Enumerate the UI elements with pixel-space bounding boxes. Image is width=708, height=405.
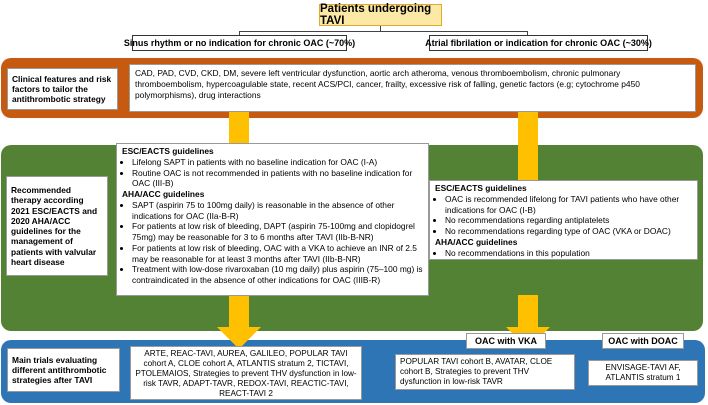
arrow-right-lower-shaft <box>518 295 538 329</box>
connector-horizontal <box>239 31 527 33</box>
left-esc-list: Lifelong SAPT in patients with no baseli… <box>122 157 423 189</box>
left-aha-heading: AHA/ACC guidelines <box>122 189 205 199</box>
list-item: SAPT (aspirin 75 to 100mg daily) is reas… <box>132 200 423 222</box>
branch-sinus-rhythm: Sinus rhythm or no indication for chroni… <box>124 35 355 51</box>
list-item: Routine OAC is not recommended in patien… <box>132 168 423 190</box>
arrow-left-shaft <box>229 108 249 152</box>
list-item: Treatment with low-dose rivaroxaban (10 … <box>132 264 423 286</box>
list-item: For patients at low risk of bleeding, OA… <box>132 243 423 265</box>
main-trials-label: Main trials evaluating different antithr… <box>7 348 120 392</box>
connector-left-drop <box>239 31 241 37</box>
recommended-therapy-label: Recommended therapy according 2021 ESC/E… <box>6 176 108 276</box>
vka-heading: OAC with VKA <box>466 333 546 349</box>
list-item: No recommendations regarding antiplatele… <box>445 215 692 226</box>
list-item: Lifelong SAPT in patients with no baseli… <box>132 157 423 168</box>
arrow-left-lower-shaft <box>229 295 249 329</box>
trials-doac-text: ENVISAGE-TAVI AF, ATLANTIS stratum 1 <box>588 360 698 386</box>
doac-heading: OAC with DOAC <box>602 333 684 349</box>
trials-left-text: ARTE, REAC-TAVI, AUREA, GALILEO, POPULAR… <box>130 346 362 400</box>
right-aha-heading: AHA/ACC guidelines <box>435 236 518 247</box>
right-aha-list: No recommendations in this population <box>435 248 692 259</box>
clinical-features-text: CAD, PAD, CVD, CKD, DM, severe left vent… <box>129 64 696 112</box>
list-item: No recommendations regarding type of OAC… <box>445 226 692 237</box>
left-aha-list: SAPT (aspirin 75 to 100mg daily) is reas… <box>122 200 423 286</box>
therapy-left-box: ESC/EACTS guidelines Lifelong SAPT in pa… <box>116 143 429 296</box>
left-esc-heading: ESC/EACTS guidelines <box>122 146 214 156</box>
arrow-left-head <box>217 327 261 349</box>
list-item: No recommendations in this population <box>445 248 692 259</box>
right-esc-heading: ESC/EACTS guidelines <box>435 183 527 193</box>
title-box: Patients undergoing TAVI <box>319 3 442 27</box>
connector-right-drop <box>527 31 529 37</box>
list-item: OAC is recommended lifelong for TAVI pat… <box>445 194 692 216</box>
connector-vertical <box>380 26 382 32</box>
clinical-features-label: Clinical features and risk factors to ta… <box>7 68 118 110</box>
right-esc-list: OAC is recommended lifelong for TAVI pat… <box>435 194 692 237</box>
branch-atrial-fibrillation: Atrial fibrilation or indication for chr… <box>425 35 652 51</box>
list-item: For patients at low risk of bleeding, DA… <box>132 221 423 243</box>
therapy-right-box: ESC/EACTS guidelines OAC is recommended … <box>429 180 698 260</box>
trials-vka-text: POPULAR TAVI cohort B, AVATAR, CLOE coho… <box>395 354 575 390</box>
arrow-right-shaft <box>518 108 538 182</box>
